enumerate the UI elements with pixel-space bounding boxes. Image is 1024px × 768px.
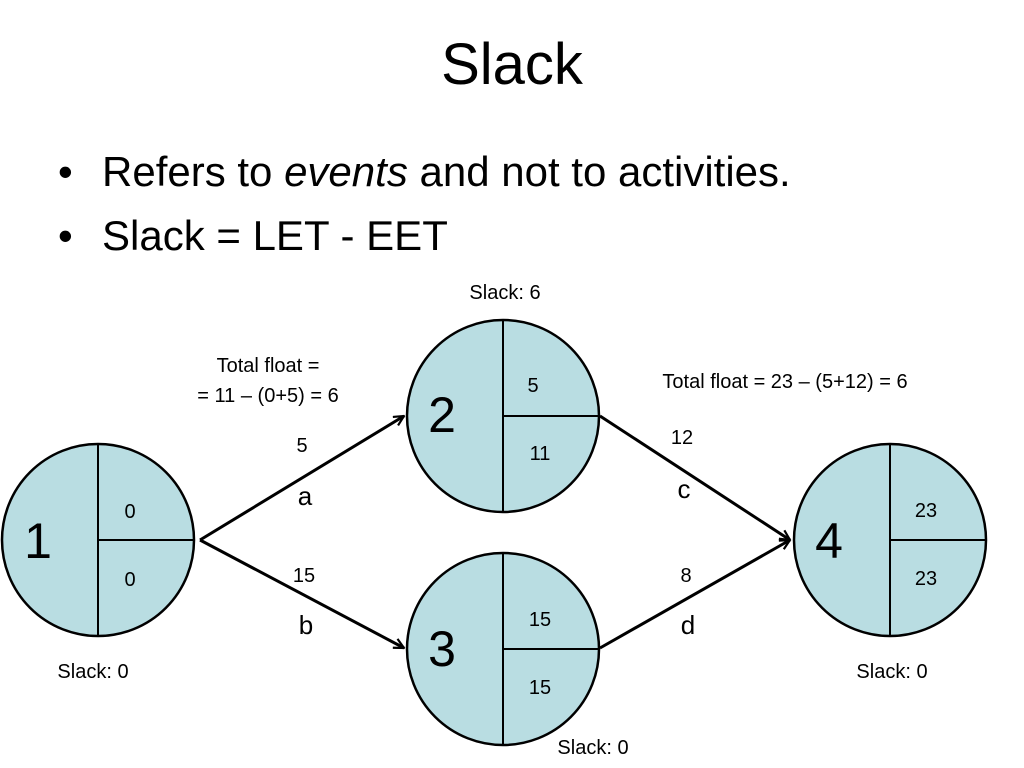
node-1-let: 0: [124, 569, 135, 591]
slide-title: Slack: [441, 32, 583, 97]
node-4-eet: 23: [915, 500, 937, 522]
node-2-slack: Slack: 6: [469, 282, 540, 304]
node-1-number: 1: [24, 513, 52, 569]
activity-c-duration: 12: [671, 427, 693, 449]
node-3: 3 15 15: [405, 551, 601, 747]
arrow-activity-a: [199, 414, 404, 542]
node-1: 1 0 0: [0, 442, 196, 638]
total-float-a-line1: Total float =: [217, 355, 320, 377]
bullet-dot: •: [58, 148, 73, 195]
arrow-activity-b: [199, 538, 404, 650]
node-4-let: 23: [915, 568, 937, 590]
node-1-eet: 0: [124, 501, 135, 523]
activity-d-name: d: [681, 610, 695, 640]
activity-b-name: b: [299, 610, 313, 640]
total-float-c: Total float = 23 – (5+12) = 6: [662, 371, 907, 393]
bullet-1-text-emphasis: events: [284, 148, 408, 195]
bullet-item-2: • Slack = LET - EET: [58, 204, 791, 268]
node-2-eet: 5: [527, 375, 538, 397]
node-2: 2 5 11: [405, 318, 601, 514]
arrow-activity-d: [599, 538, 790, 650]
node-3-eet: 15: [529, 609, 551, 631]
node-4: 4 23 23: [792, 442, 988, 638]
bullet-2-text: Slack = LET - EET: [102, 212, 448, 259]
node-1-slack: Slack: 0: [57, 661, 128, 683]
bullet-1-text-pre: Refers to: [102, 148, 285, 195]
bullet-1-text-post: and not to activities.: [407, 148, 791, 195]
bullet-list: • Refers to events and not to activities.…: [58, 140, 791, 268]
node-3-number: 3: [428, 621, 456, 677]
node-3-let: 15: [529, 677, 551, 699]
activity-c-name: c: [678, 474, 691, 504]
bullet-dot: •: [58, 212, 73, 259]
bullet-item-1: • Refers to events and not to activities.: [58, 140, 791, 204]
node-2-number: 2: [428, 387, 456, 443]
total-float-a-line2: = 11 – (0+5) = 6: [197, 385, 338, 407]
node-2-let: 11: [530, 443, 551, 465]
arrow-activity-c: [599, 414, 790, 540]
node-4-number: 4: [815, 513, 843, 569]
activity-d-duration: 8: [680, 565, 691, 587]
activity-a-name: a: [298, 481, 313, 511]
node-4-slack: Slack: 0: [856, 661, 927, 683]
node-3-slack: Slack: 0: [557, 737, 628, 759]
activity-a-duration: 5: [296, 435, 307, 457]
activity-b-duration: 15: [293, 565, 315, 587]
